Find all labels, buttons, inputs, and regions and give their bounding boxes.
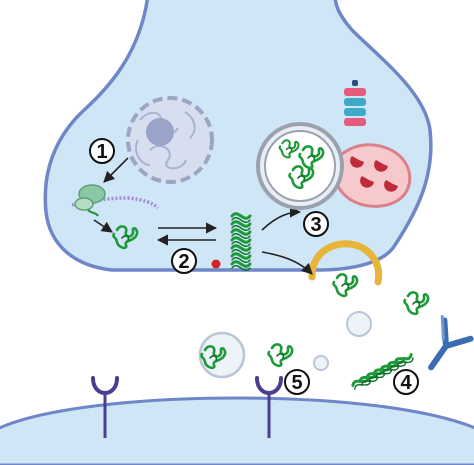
nucleus-icon xyxy=(126,96,214,184)
small-molecule-dot xyxy=(211,259,221,269)
arrow-nucleus-to-ribosome xyxy=(103,157,129,183)
released-protein xyxy=(332,273,359,298)
step-label-4: 4 xyxy=(400,372,412,394)
receptor-icon-2 xyxy=(255,376,283,438)
arrow-to-autophagy xyxy=(261,206,302,231)
ribosome-icon xyxy=(71,184,160,217)
arrow-to-release xyxy=(261,251,313,275)
proteasome-icon xyxy=(344,80,366,126)
presynaptic-terminal xyxy=(43,0,433,272)
step-marker-1: 1 xyxy=(89,138,115,164)
autophagolysosome xyxy=(256,122,412,210)
step-marker-2: 2 xyxy=(171,248,197,274)
receptor-icon xyxy=(91,376,119,438)
exosome xyxy=(198,331,246,379)
step-label-1: 1 xyxy=(96,141,107,163)
step-marker-5: 5 xyxy=(284,369,310,395)
extracellular-protein xyxy=(267,343,294,368)
vesicle xyxy=(346,311,372,337)
step-label-2: 2 xyxy=(178,251,189,273)
exocytosis-pore xyxy=(308,240,383,286)
step-label-5: 5 xyxy=(291,372,302,394)
lysosome-icon xyxy=(334,143,412,208)
antibody-icon xyxy=(428,315,474,371)
step-marker-4: 4 xyxy=(393,369,419,395)
small-vesicle xyxy=(313,355,329,371)
postsynaptic-cell xyxy=(0,396,474,465)
step-marker-3: 3 xyxy=(303,211,329,237)
arrow-ribosome-to-protein xyxy=(93,219,113,233)
step-label-3: 3 xyxy=(310,214,321,236)
extracellular-protein-2 xyxy=(403,291,430,316)
